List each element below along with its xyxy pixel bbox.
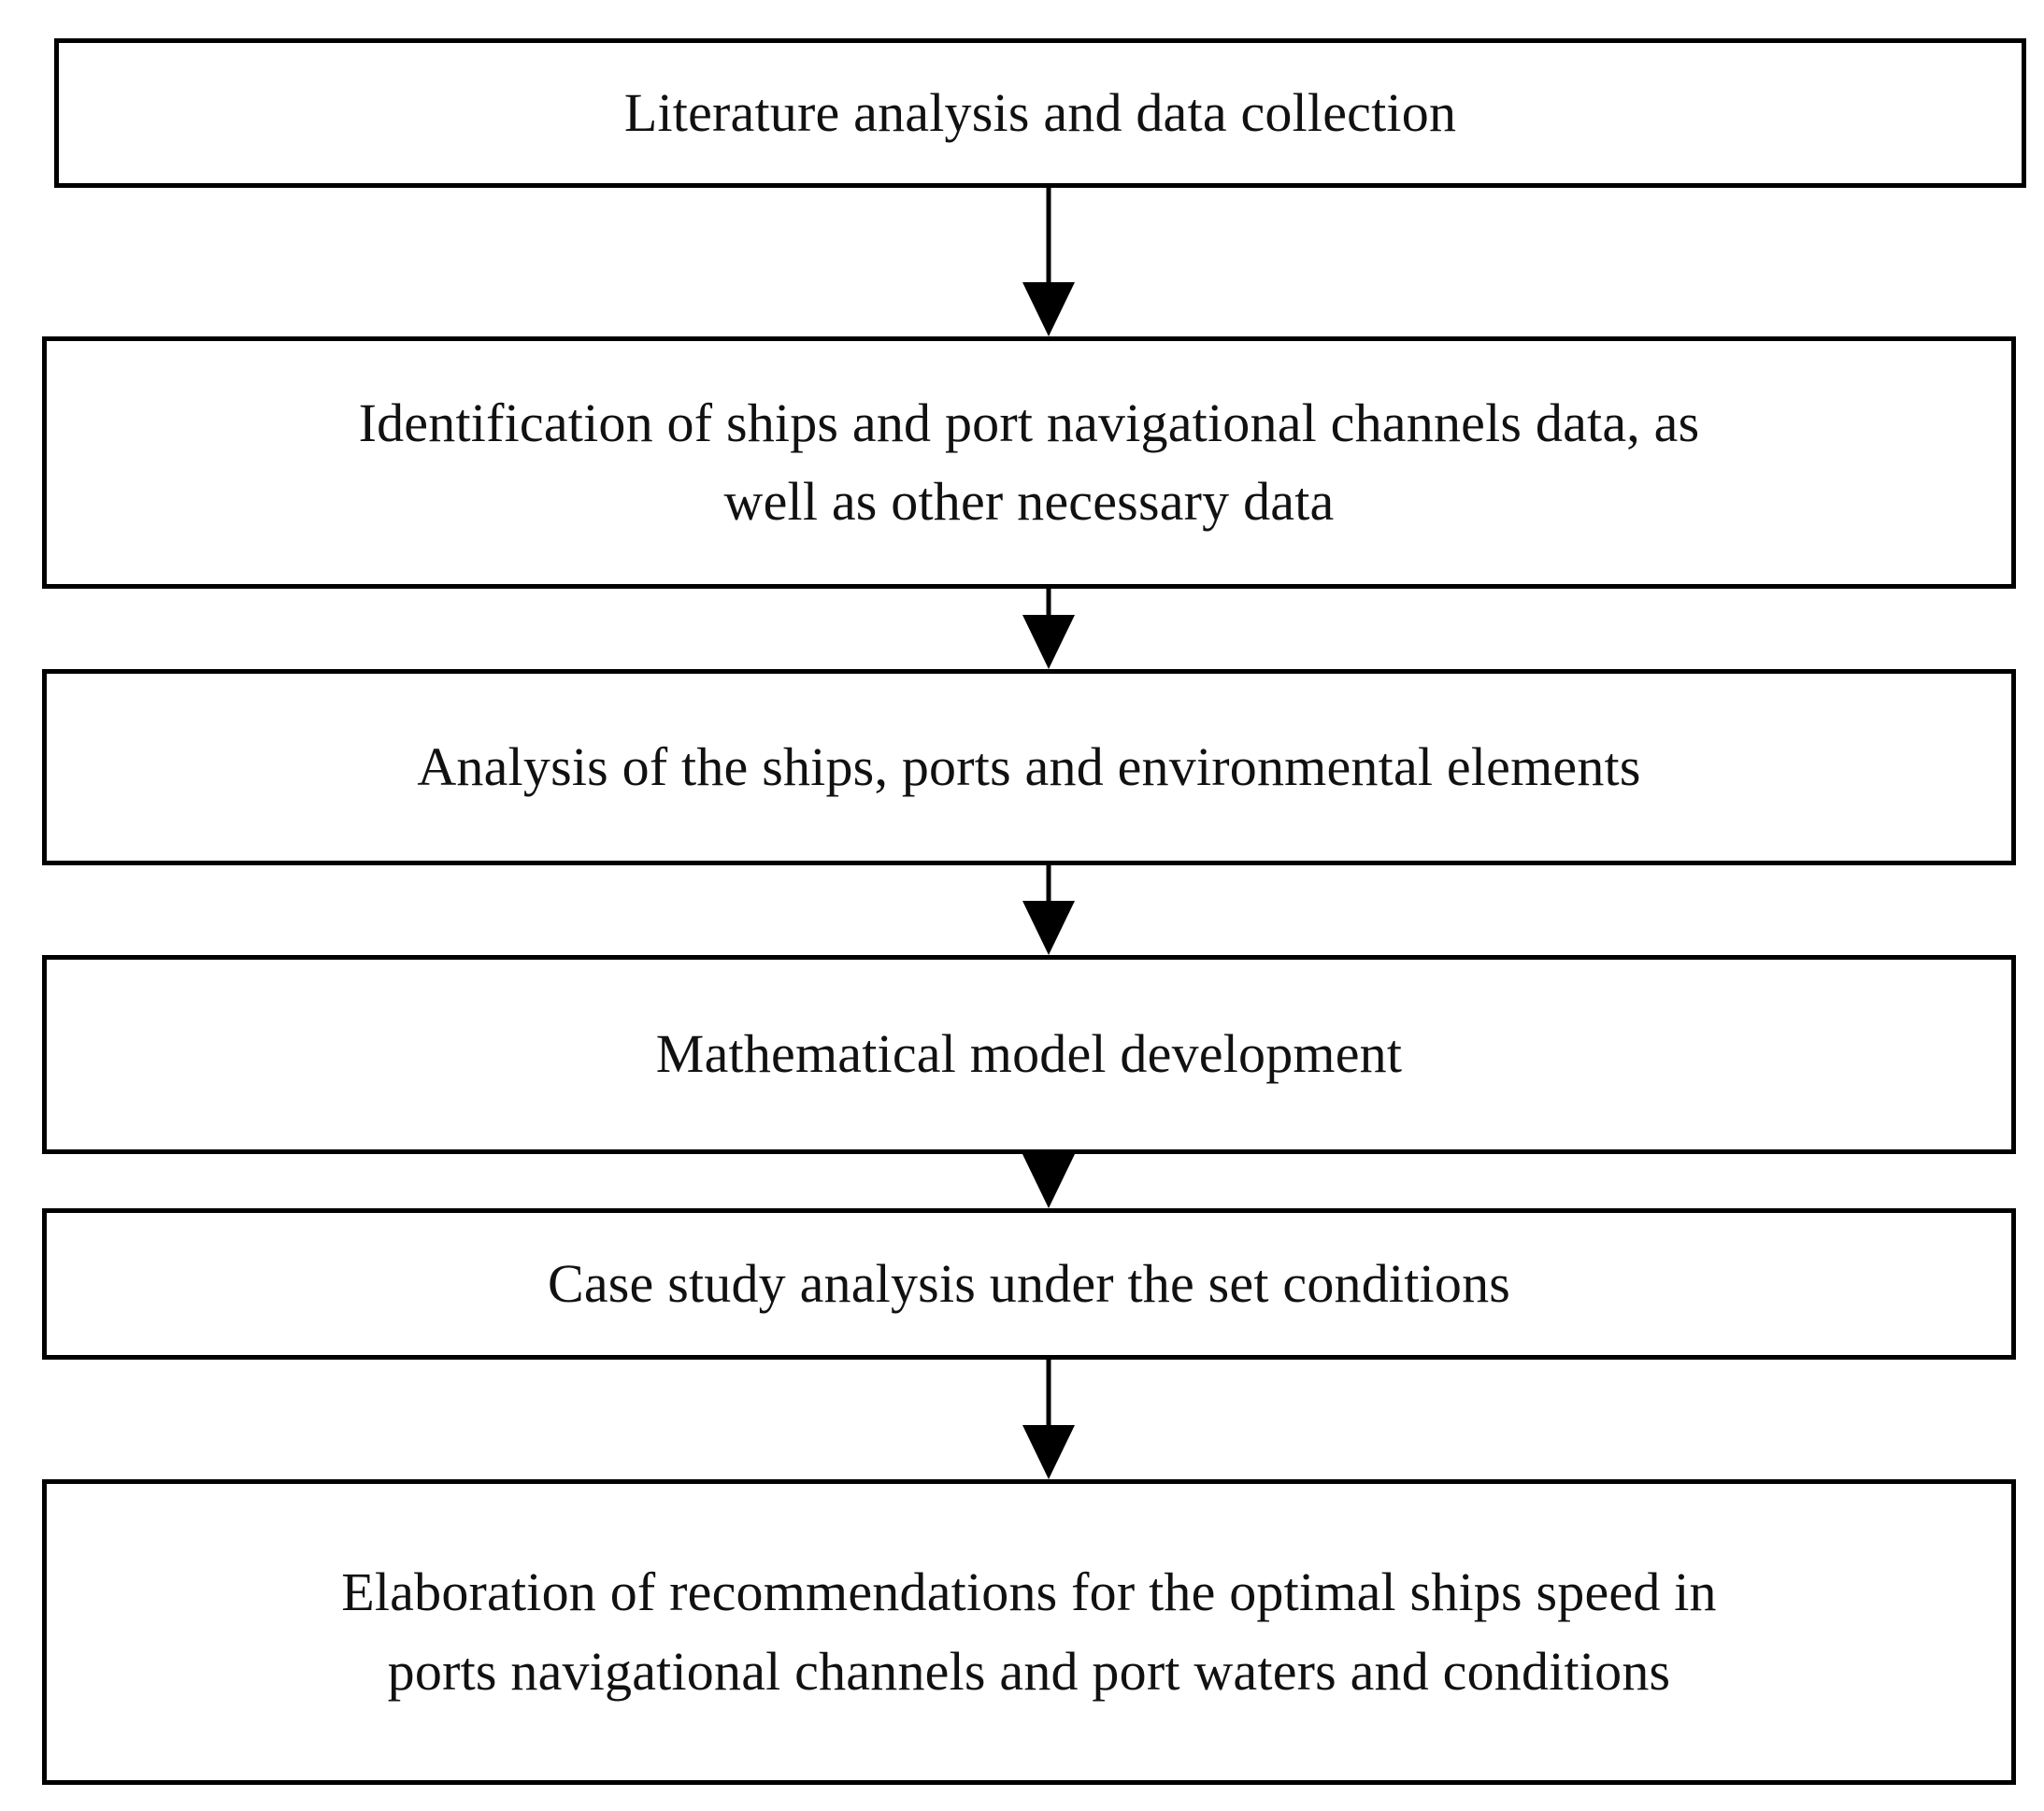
flow-node-case-study-analysis[interactable]: Case study analysis under the set condit…	[42, 1208, 2016, 1360]
arrow-shaft	[1046, 188, 1051, 282]
arrow-shaft	[1046, 589, 1051, 615]
arrow-shaft	[1046, 865, 1051, 901]
arrow-head	[1022, 282, 1075, 336]
flow-node-label: Elaboration of recommendations for the o…	[341, 1561, 1717, 1702]
flow-node-label: Identification of ships and port navigat…	[358, 392, 1700, 532]
flow-node-mathematical-model[interactable]: Mathematical model development	[42, 955, 2016, 1154]
flow-node-label: Analysis of the ships, ports and environ…	[417, 735, 1641, 797]
arrow-shaft	[1046, 1360, 1051, 1425]
flow-node-label: Case study analysis under the set condit…	[547, 1252, 1511, 1314]
arrow-head	[1022, 1425, 1075, 1479]
flow-node-literature-analysis[interactable]: Literature analysis and data collection	[54, 38, 2026, 188]
arrow-head	[1022, 1154, 1075, 1208]
flow-node-analysis-of-elements[interactable]: Analysis of the ships, ports and environ…	[42, 669, 2016, 865]
flow-node-identification-of-data[interactable]: Identification of ships and port navigat…	[42, 336, 2016, 589]
flow-node-elaboration-recommendations[interactable]: Elaboration of recommendations for the o…	[42, 1479, 2016, 1785]
arrow-head	[1022, 901, 1075, 955]
arrow-head	[1022, 615, 1075, 669]
flow-node-label: Literature analysis and data collection	[623, 81, 1457, 143]
flow-node-label: Mathematical model development	[655, 1023, 1403, 1085]
